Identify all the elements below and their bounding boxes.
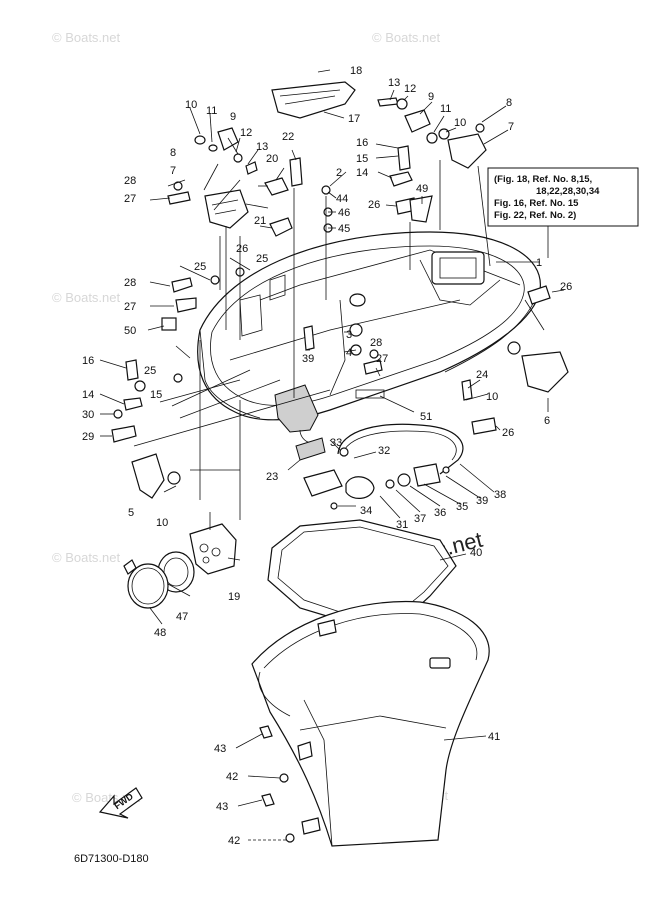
callout-42: 42	[228, 835, 240, 847]
callout-26: 26	[560, 281, 572, 293]
bottom-cowling	[251, 600, 490, 847]
cowling-seal	[267, 519, 457, 621]
callout-43: 43	[214, 743, 226, 755]
callout-12: 12	[404, 83, 416, 95]
callout-9: 9	[230, 111, 236, 123]
callout-7: 7	[170, 165, 176, 177]
callout-25: 25	[256, 253, 268, 265]
callout-25: 25	[194, 261, 206, 273]
callout-15: 15	[150, 389, 162, 401]
hose-fittings	[303, 423, 464, 510]
top-cowling	[197, 231, 541, 461]
callout-31: 31	[396, 519, 408, 531]
callout-47: 47	[176, 611, 188, 623]
callout-17: 17	[348, 113, 360, 125]
callout-28: 28	[124, 175, 136, 187]
grommet-assembly	[123, 523, 237, 609]
callout-39: 39	[476, 495, 488, 507]
note-line: 18,22,28,30,34	[536, 186, 600, 197]
callout-22: 22	[282, 131, 294, 143]
callout-48: 48	[154, 627, 166, 639]
callout-39: 39	[302, 353, 314, 365]
callout-9: 9	[428, 91, 434, 103]
callout-51: 51	[420, 411, 432, 423]
callout-50: 50	[124, 325, 136, 337]
watermark: © Boats.net	[52, 290, 121, 305]
callout-14: 14	[356, 167, 368, 179]
callout-16: 16	[82, 355, 94, 367]
note-line: Fig. 16, Ref. No. 15	[494, 198, 579, 209]
callout-8: 8	[506, 97, 512, 109]
callout-18: 18	[350, 65, 362, 77]
callout-12: 12	[240, 127, 252, 139]
callout-43: 43	[216, 801, 228, 813]
callout-10: 10	[156, 517, 168, 529]
callout-40: 40	[470, 547, 482, 559]
callout-23: 23	[266, 471, 278, 483]
callout-38: 38	[494, 489, 506, 501]
callout-13: 13	[388, 77, 400, 89]
callout-35: 35	[456, 501, 468, 513]
callout-33: 33	[330, 437, 342, 449]
callout-14: 14	[82, 389, 94, 401]
callout-42: 42	[226, 771, 238, 783]
callout-15: 15	[356, 153, 368, 165]
callout-25: 25	[144, 365, 156, 377]
callout-1: 1	[536, 257, 542, 269]
callout-27: 27	[124, 301, 136, 313]
callout-13: 13	[256, 141, 268, 153]
callout-7: 7	[508, 121, 514, 133]
callout-11: 11	[206, 105, 217, 117]
callout-44: 44	[336, 193, 348, 205]
callout-20: 20	[266, 153, 278, 165]
callout-28: 28	[124, 277, 136, 289]
callout-32: 32	[378, 445, 390, 457]
watermark: © Boats.net	[52, 550, 121, 565]
note-line: Fig. 22, Ref. No. 2)	[494, 210, 576, 221]
callout-26: 26	[368, 199, 380, 211]
callout-36: 36	[434, 507, 446, 519]
callout-4: 4	[346, 347, 352, 359]
callout-2: 2	[336, 167, 342, 179]
callout-49: 49	[416, 183, 428, 195]
callout-24: 24	[476, 369, 488, 381]
callout-19: 19	[228, 591, 240, 603]
callout-45: 45	[338, 223, 350, 235]
callout-10: 10	[185, 99, 197, 111]
small-parts-left	[161, 127, 303, 331]
callout-27: 27	[376, 353, 388, 365]
callout-46: 46	[338, 207, 350, 219]
note-line: (Fig. 18, Ref. No. 8,15,	[494, 174, 592, 185]
vent-cover	[271, 81, 356, 119]
callout-30: 30	[82, 409, 94, 421]
callout-16: 16	[356, 137, 368, 149]
callout-8: 8	[170, 147, 176, 159]
callout-26: 26	[502, 427, 514, 439]
callout-37: 37	[414, 513, 426, 525]
callout-10: 10	[454, 117, 466, 129]
callout-29: 29	[82, 431, 94, 443]
callout-6: 6	[544, 415, 550, 427]
bottom-fasteners	[259, 725, 295, 843]
callout-21: 21	[254, 215, 266, 227]
watermark: © Boats.net	[372, 30, 441, 45]
reference-note: (Fig. 18, Ref. No. 8,15, 18,22,28,30,34 …	[487, 167, 639, 258]
callout-26: 26	[236, 243, 248, 255]
callout-34: 34	[360, 505, 372, 517]
callout-labels: 18 17 10 11 9 12 13 8 7 28 27 22 20 21 2…	[82, 65, 572, 847]
leader-lines	[99, 69, 565, 841]
callout-5: 5	[128, 507, 134, 519]
callout-41: 41	[488, 731, 500, 743]
diagram-code: 6D71300-D180	[74, 853, 149, 865]
callout-27: 27	[124, 193, 136, 205]
callout-11: 11	[440, 103, 451, 115]
callout-3: 3	[346, 329, 352, 341]
callout-28: 28	[370, 337, 382, 349]
watermark: © Boats.net	[52, 30, 121, 45]
callout-10: 10	[486, 391, 498, 403]
